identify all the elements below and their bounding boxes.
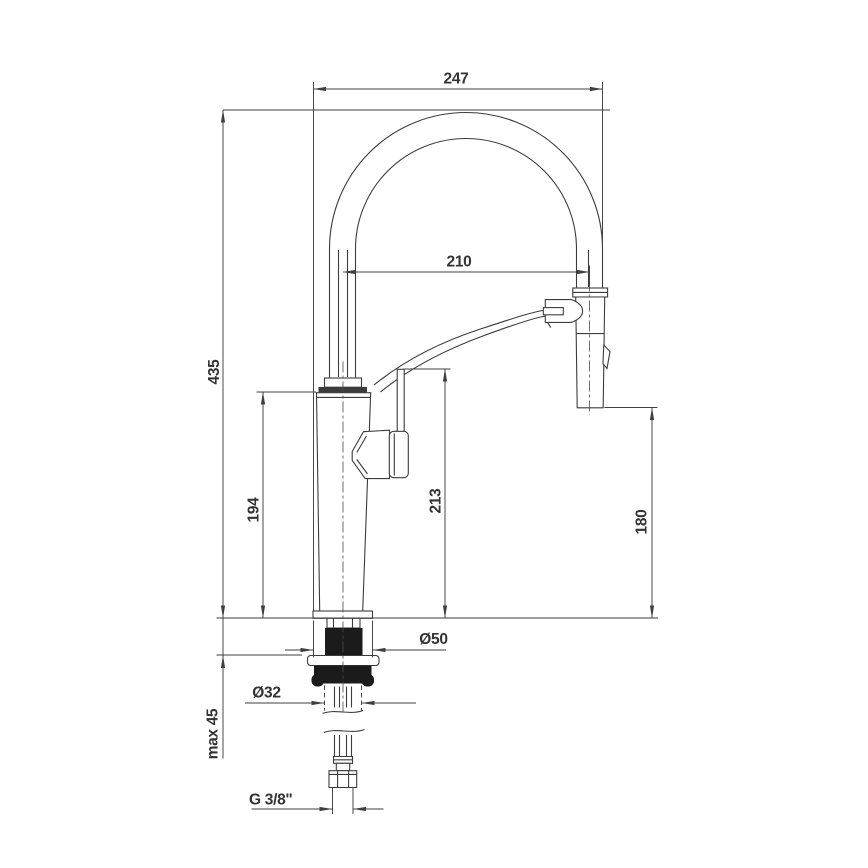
dim-head-offset: 210: [342, 254, 590, 286]
spray-hose: [373, 309, 548, 393]
hose-nipple: [542, 307, 564, 316]
spray-head: [542, 287, 611, 409]
dim-max-counter-thickness: max 45: [205, 618, 302, 759]
dim-label-d50: Ø50: [419, 631, 447, 648]
dim-thread: G 3/8": [249, 787, 384, 814]
dim-label-max45: max 45: [205, 708, 222, 759]
pipe-break-line: [323, 728, 365, 734]
dim-label-g38: G 3/8": [249, 792, 292, 809]
dim-label-247: 247: [444, 71, 469, 88]
dim-head-clearance: 180: [604, 407, 658, 619]
handle-lever: [396, 368, 405, 433]
dim-label-194: 194: [246, 497, 263, 523]
threaded-shank: [326, 617, 361, 629]
handle: [351, 368, 409, 480]
pipe-break-line: [322, 709, 364, 715]
dim-body-height: 194: [246, 391, 316, 619]
dim-base-diameter: Ø50: [285, 620, 448, 658]
spout-arc: [328, 112, 604, 378]
dim-total-height: 435: [206, 109, 610, 619]
dim-hole-diameter: Ø32: [245, 685, 416, 711]
dim-label-210: 210: [447, 254, 472, 271]
centerlines: [342, 280, 590, 714]
spray-head-clip: [602, 343, 611, 370]
hose-holder-bracket: [544, 299, 584, 323]
faucet-body: [315, 392, 372, 612]
hex-nut: [328, 770, 358, 789]
supply-connector: [328, 755, 358, 789]
dim-label-213: 213: [428, 488, 445, 514]
dim-handle-height: 213: [403, 368, 451, 619]
handle-joint: [388, 430, 409, 479]
spray-head-body: [575, 296, 606, 409]
supply-pipes: [322, 686, 365, 757]
dim-label-435: 435: [206, 359, 223, 385]
dim-label-180: 180: [634, 510, 651, 535]
dim-total-width: 247: [313, 71, 603, 611]
dim-label-d32: Ø32: [252, 685, 280, 702]
